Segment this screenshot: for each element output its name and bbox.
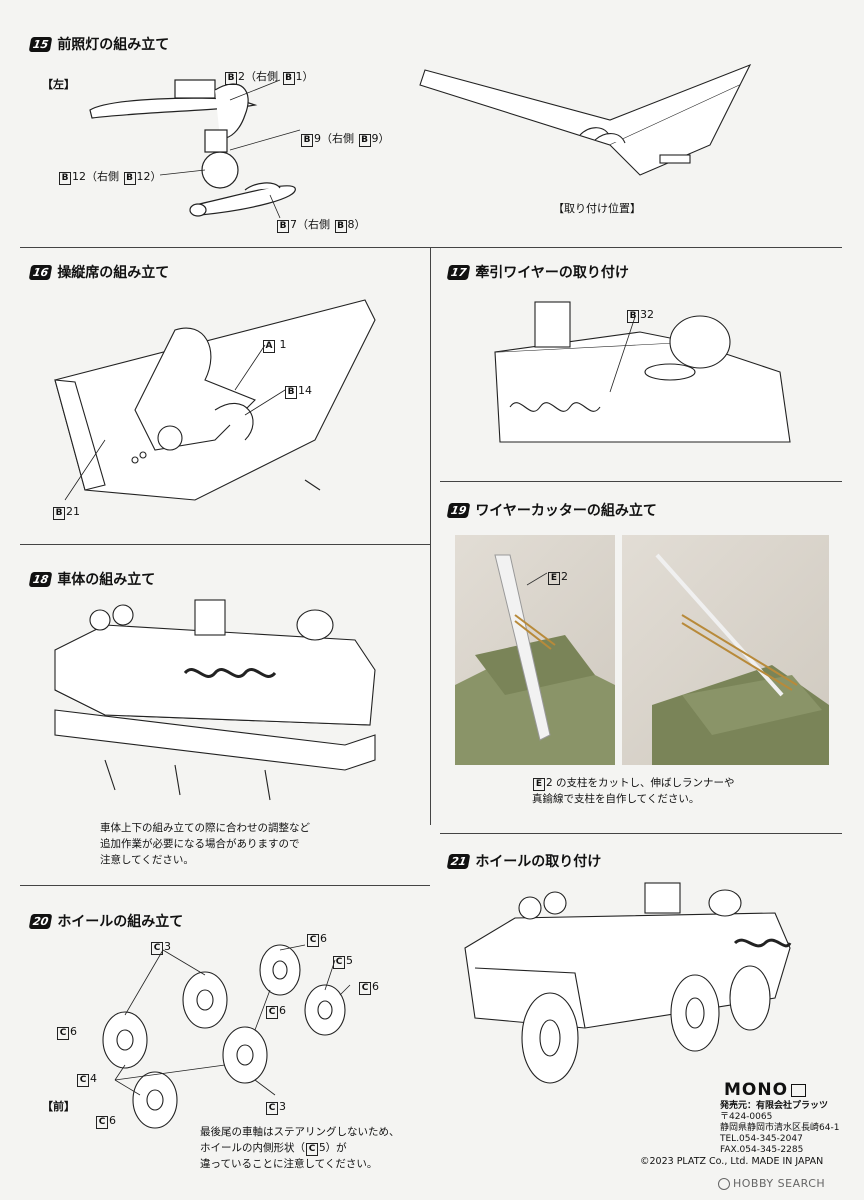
step-number: 21 [446,853,471,869]
step-title: ワイヤーカッターの組み立て [475,503,657,519]
step-title: 車体の組み立て [57,572,156,588]
hull-assembly-note: 車体上下の組み立ての際に合わせの調整など 追加作業が必要になる場合がありますので… [100,822,310,866]
step-number: 18 [28,571,53,587]
step-17-header: 17 牽引ワイヤーの取り付け [446,262,629,282]
publisher-info: 発売元：有限会社プラッツ 〒424-0065 静岡県静岡市清水区長崎64-1 T… [720,1101,840,1155]
step-title: ホイールの組み立て [57,914,184,930]
driver-seat-drawing [54,299,376,501]
divider [20,885,430,886]
step-number: 20 [28,913,53,929]
tow-wire-drawing [494,301,791,443]
step-number: 19 [446,502,471,518]
step-16-header: 16 操縦席の組み立て [28,262,170,282]
wheel-assembly-drawing [102,944,351,1129]
divider [20,544,430,545]
step-21-header: 21 ホイールの取り付け [446,851,602,871]
step-number: 17 [446,264,471,280]
step-20-header: 20 ホイールの組み立て [28,911,184,931]
divider [20,247,842,248]
step-title: 牽引ワイヤーの取り付け [475,265,629,281]
wire-cutter-photo-after [622,535,829,765]
label-a1: A 1 [262,338,287,353]
watermark: HOBBY SEARCH [718,1178,825,1190]
mounting-position-label: 【取り付け位置】 [553,202,641,215]
step-title: 前照灯の組み立て [57,37,170,53]
divider [440,833,842,834]
left-side-label: 【左】 [42,78,75,91]
logo-mark-icon [791,1083,807,1097]
wheel-mounting-drawing [464,882,792,1084]
mono-logo: MONO [724,1080,807,1100]
wire-cutter-photo-before [455,535,615,765]
step-15-header: 15 前照灯の組み立て [28,34,170,54]
headlight-parts-drawing [89,79,301,219]
step-19-header: 19 ワイヤーカッターの組み立て [446,500,657,520]
front-label: 【前】 [42,1100,75,1113]
divider [440,481,842,482]
step-number: 16 [28,264,53,280]
copyright: ©2023 PLATZ Co., Ltd. MADE IN JAPAN [640,1156,824,1167]
divider [430,247,431,825]
step-title: ホイールの取り付け [475,854,602,870]
hull-assembly-drawing [54,599,376,801]
step-title: 操縦席の組み立て [57,265,170,281]
step-18-header: 18 車体の組み立て [28,569,156,589]
headlight-position-drawing [419,63,752,176]
step-number: 15 [28,36,53,52]
hobby-search-logo-icon [718,1178,730,1190]
